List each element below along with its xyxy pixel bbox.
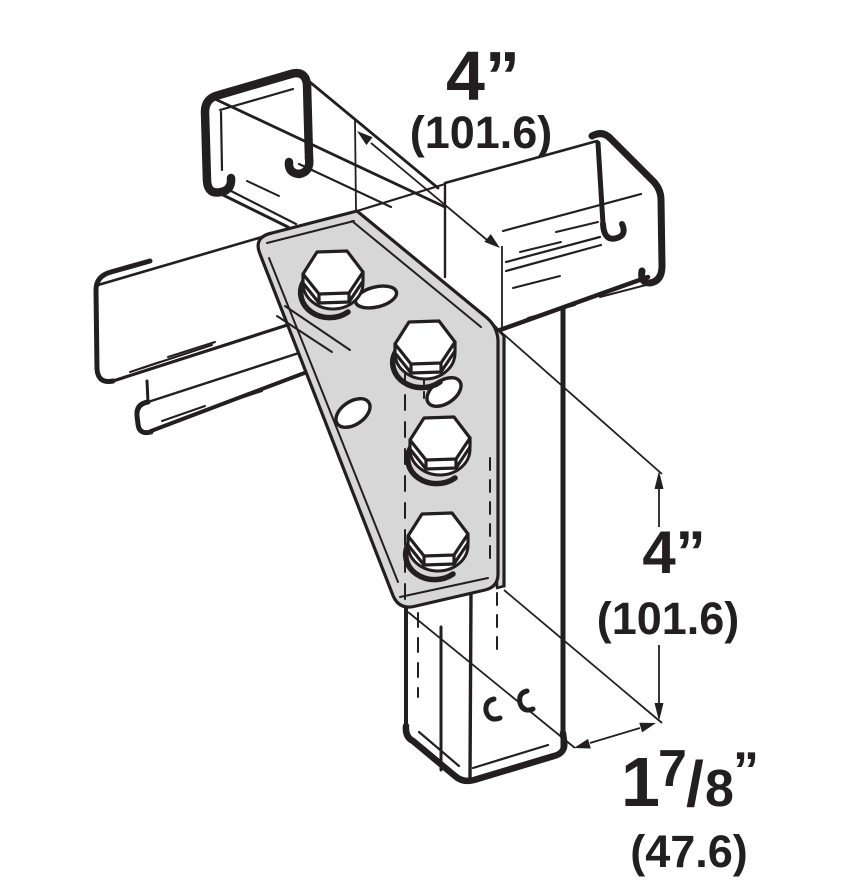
dimension-arrow: [639, 722, 656, 733]
dimension-arrow: [654, 703, 664, 721]
hex-bolt-1: [297, 249, 365, 321]
dimension-arrow: [654, 471, 664, 489]
channel-cross-right: [443, 130, 666, 333]
dim-vertical-imperial: 4”: [642, 519, 705, 586]
dim-width-metric: (47.6): [630, 826, 748, 877]
dim-vertical: 4” (101.6): [499, 330, 740, 724]
gusset-bracket: [256, 209, 506, 609]
hex-bolts: [297, 249, 472, 583]
hex-bolt-3: [404, 415, 472, 487]
bracket-face: [256, 209, 500, 609]
dim-horizontal-imperial: 4”: [446, 37, 520, 115]
dim-vertical-metric: (101.6): [597, 593, 740, 644]
hex-bolt-4: [402, 511, 470, 583]
dimension-arrow: [574, 738, 591, 749]
slot-hole-2: [334, 397, 372, 429]
channel-cross-left: [93, 235, 309, 436]
dim-horizontal-metric: (101.6): [410, 107, 553, 158]
dimension-arrow: [357, 131, 373, 146]
dim-horizontal: 4” (101.6): [354, 37, 553, 329]
dimension-arrow: [484, 234, 500, 248]
channel-top-end: [200, 68, 447, 279]
dim-width-imperial: 1 7 / 8 ”: [621, 740, 759, 821]
dim-width: 1 7 / 8 ” (47.6): [407, 611, 759, 877]
hex-bolt-2: [389, 319, 457, 391]
